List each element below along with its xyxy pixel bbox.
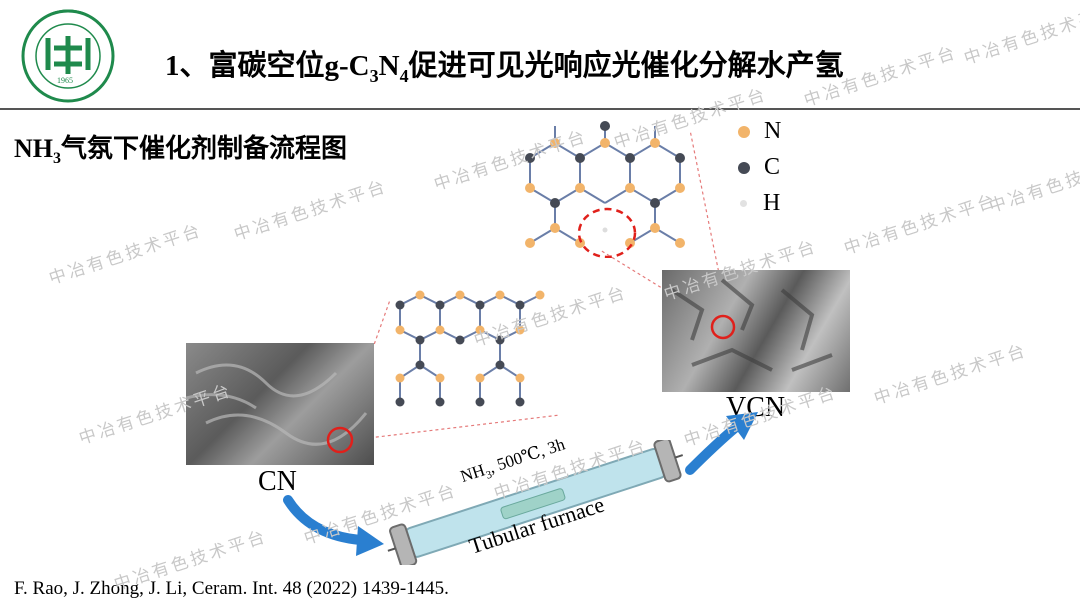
legend-item-c: C bbox=[738, 154, 780, 181]
left-arrowhead-icon bbox=[356, 526, 384, 556]
nitrogen-dot-icon bbox=[738, 125, 750, 138]
left-arrow-icon bbox=[283, 495, 365, 545]
carbon-dot-icon bbox=[738, 161, 750, 174]
cn-label: CN bbox=[258, 466, 297, 497]
cn-sem-image bbox=[186, 343, 374, 465]
slide-title: 1、富碳空位g-C3N4促进可见光响应光催化分解水产氢 bbox=[165, 50, 844, 86]
section-heading: NH3气氛下催化剂制备流程图 bbox=[14, 134, 348, 168]
legend-item-h: H bbox=[738, 190, 780, 217]
cn-structure-diagram bbox=[395, 290, 545, 407]
legend-item-n: N bbox=[738, 118, 781, 145]
tubular-furnace-icon bbox=[387, 440, 684, 565]
hydrogen-dot-icon bbox=[740, 200, 747, 207]
citation: F. Rao, J. Zhong, J. Li, Ceram. Int. 48 … bbox=[14, 578, 449, 599]
atom-legend: N C H bbox=[738, 118, 858, 228]
vcn-structure-diagram bbox=[525, 121, 685, 258]
logo-year: 1965 bbox=[57, 76, 73, 85]
university-logo: 1965 bbox=[8, 8, 128, 104]
title-divider bbox=[0, 108, 1080, 110]
vcn-sem-image bbox=[662, 270, 850, 392]
right-arrowhead-icon bbox=[726, 412, 758, 440]
right-arrow-icon bbox=[685, 423, 740, 475]
